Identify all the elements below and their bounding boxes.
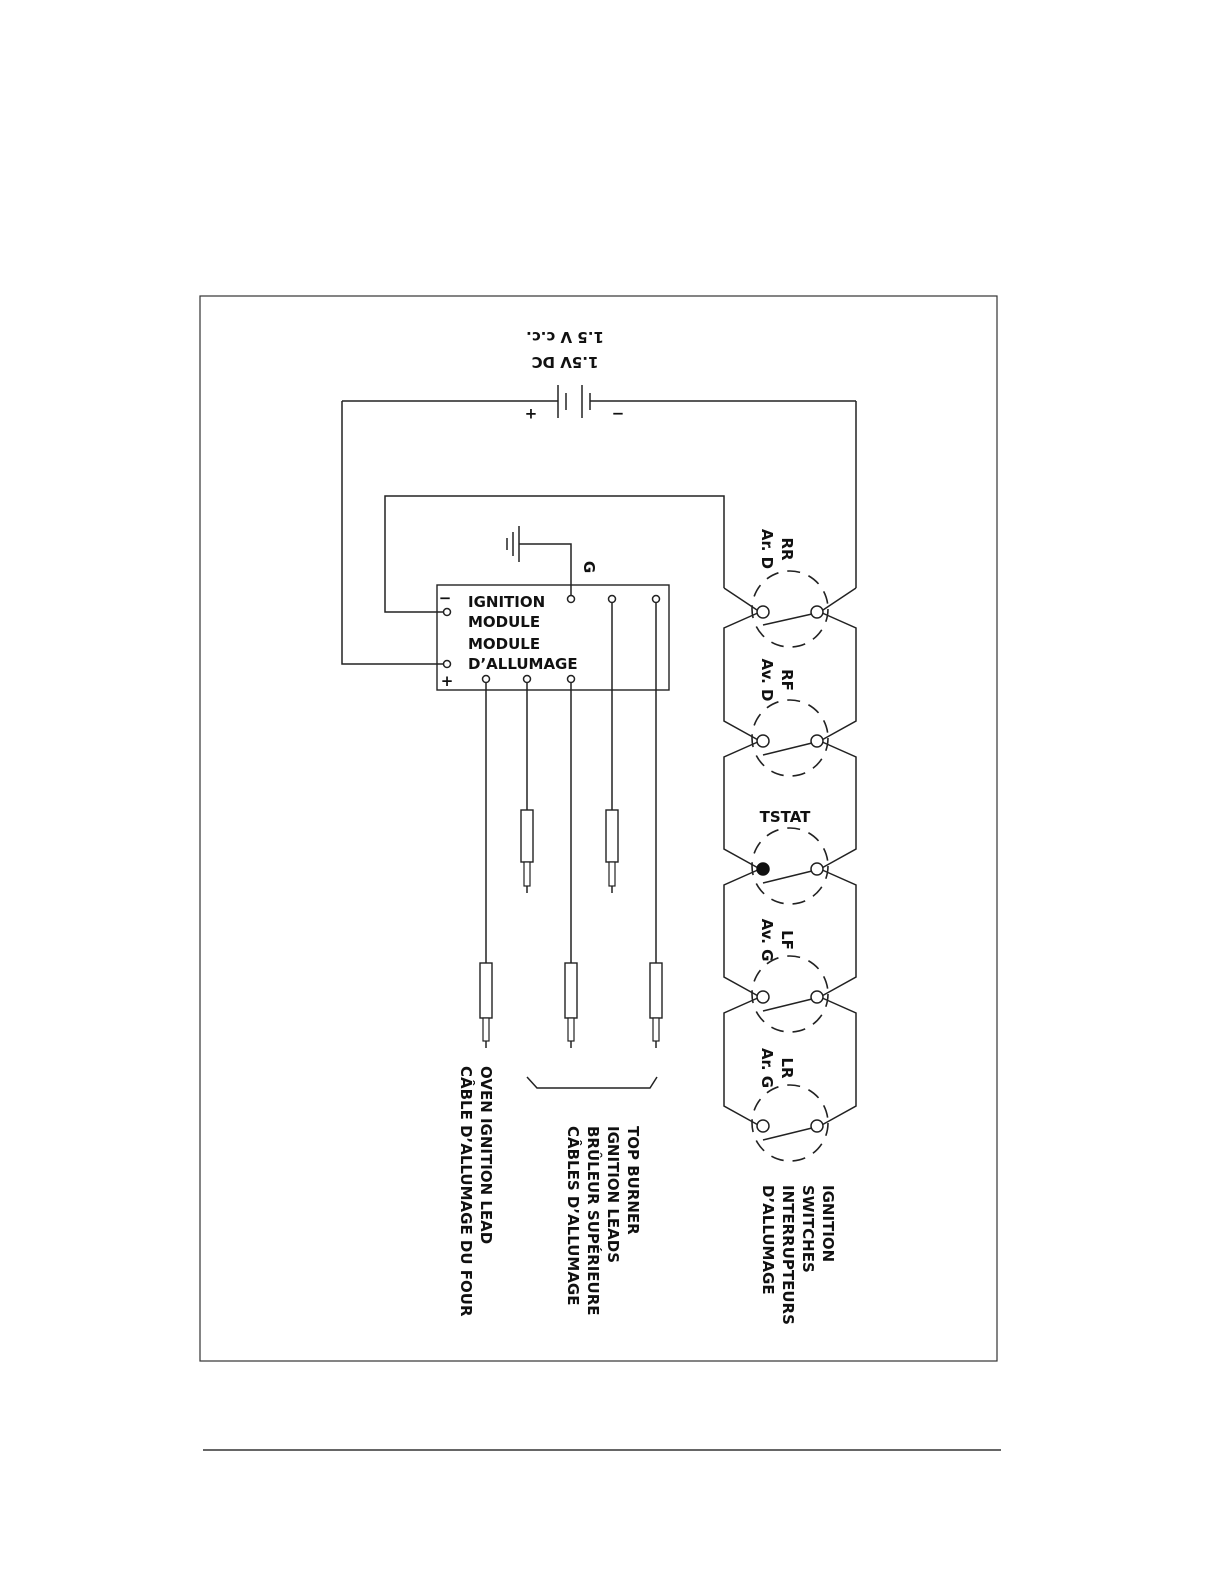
- switch-rr-en: RR: [778, 537, 796, 561]
- battery-label-en: 1.5V DC: [532, 353, 599, 371]
- battery-minus: −: [612, 405, 625, 423]
- switch-lr: LR Ar. G: [752, 1048, 828, 1161]
- switch-lf-fr: Av. G: [758, 919, 776, 962]
- caption-switches-4: D’ALLUMAGE: [759, 1185, 777, 1295]
- caption-oven: OVEN IGNITION LEAD CÂBLE D’ALLUMAGE DU F…: [457, 1066, 495, 1317]
- electrode-top-burner-2: [650, 963, 662, 1048]
- switch-lr-fr: Ar. G: [758, 1048, 776, 1088]
- ground-icon: G: [507, 526, 598, 597]
- switch-lf-en: LF: [778, 930, 796, 950]
- caption-top-burner-2: IGNITION LEADS: [604, 1126, 622, 1263]
- module-minus: −: [439, 589, 452, 607]
- ground-label: G: [580, 561, 598, 573]
- caption-top-burner-1: TOP BURNER: [624, 1126, 642, 1235]
- wire-battery-plus: [342, 401, 447, 664]
- caption-oven-1: OVEN IGNITION LEAD: [477, 1066, 495, 1244]
- module-title-en-1: IGNITION: [468, 593, 545, 611]
- switch-rr: RR Ar. D: [752, 529, 828, 647]
- switch-tstat-en: TSTAT: [760, 808, 812, 826]
- top-burner-brace: [527, 1077, 657, 1088]
- battery-plus: +: [525, 405, 538, 423]
- battery: + − 1.5V DC 1.5 V c.c.: [342, 328, 856, 423]
- caption-switches: IGNITION SWITCHES INTERRUPTEURS D’ALLUMA…: [759, 1185, 837, 1325]
- battery-label-fr: 1.5 V c.c.: [526, 328, 604, 346]
- caption-switches-2: SWITCHES: [799, 1185, 817, 1273]
- switch-rf: RF Av. D: [752, 658, 828, 776]
- switch-rf-en: RF: [778, 669, 796, 691]
- caption-oven-2: CÂBLE D’ALLUMAGE DU FOUR: [457, 1066, 476, 1317]
- switch-tstat: TSTAT: [752, 808, 828, 904]
- switch-rr-fr: Ar. D: [758, 529, 776, 569]
- electrode-top-burner-1: [565, 963, 577, 1048]
- switch-rf-fr: Av. D: [758, 658, 776, 701]
- switch-lf: LF Av. G: [752, 919, 828, 1032]
- caption-switches-1: IGNITION: [819, 1185, 837, 1262]
- caption-switches-3: INTERRUPTEURS: [779, 1185, 797, 1325]
- module-title-en-2: MODULE: [468, 613, 540, 631]
- wire-module-minus: [385, 496, 724, 612]
- ignition-module: − + IGNITION MODULE MODULE D’ALLUMAGE: [437, 585, 669, 690]
- module-title-fr-1: MODULE: [468, 635, 540, 653]
- electrode-short-1: [521, 810, 533, 893]
- module-title-fr-2: D’ALLUMAGE: [468, 655, 578, 673]
- caption-top-burner-4: CÂBLES D’ALLUMAGE: [564, 1126, 583, 1306]
- caption-top-burner: TOP BURNER IGNITION LEADS BRÛLEUR SUPÉRI…: [564, 1126, 642, 1316]
- module-plus: +: [441, 672, 454, 690]
- switch-lr-en: LR: [778, 1057, 796, 1079]
- caption-top-burner-3: BRÛLEUR SUPÉRIEURE: [584, 1126, 603, 1316]
- electrode-oven: [480, 963, 492, 1048]
- electrode-short-2: [606, 810, 618, 893]
